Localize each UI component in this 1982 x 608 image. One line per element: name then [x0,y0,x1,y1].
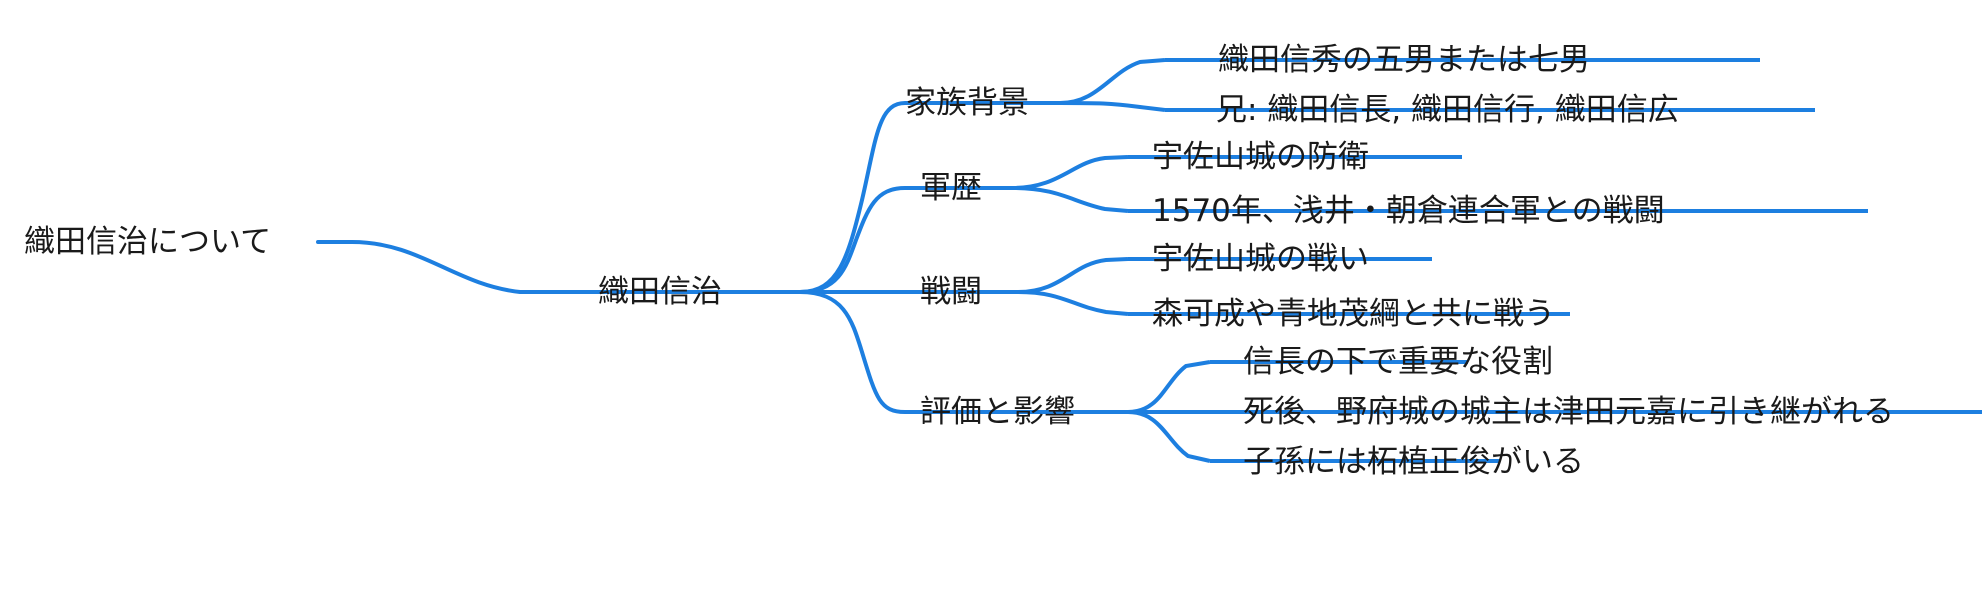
edge-branch-0-leaf-0 [1059,58,1166,105]
mindmap-center-node[interactable]: 織田信治 [598,274,722,310]
mindmap-leaf-battles-1[interactable]: 森可成や青地茂綱と共に戦う [1152,296,1555,332]
mindmap-leaf-family-background-1[interactable]: 兄: 織田信長, 織田信行, 織田信広 [1216,92,1679,128]
edge-branch-2-leaf-0 [1017,257,1129,294]
edge-root-to-center [316,240,600,294]
mindmap-leaf-military-career-0[interactable]: 宇佐山城の防衛 [1152,139,1369,175]
edge-branch-2-leaf-1 [1017,290,1129,316]
edge-center-to-branch-3 [799,290,906,414]
edge-branch-1-leaf-1 [1011,186,1129,213]
mindmap-branch-military-career[interactable]: 軍歴 [920,170,982,206]
mindmap-leaf-evaluation-influence-2[interactable]: 子孫には柘植正俊がいる [1243,444,1584,480]
mindmap-branch-family-background[interactable]: 家族背景 [905,85,1029,121]
edge-center-to-branch-1 [799,186,906,294]
edge-branch-3-leaf-2 [1127,410,1211,463]
mindmap-leaf-battles-0[interactable]: 宇佐山城の戦い [1152,241,1369,277]
mindmap-branch-evaluation-influence[interactable]: 評価と影響 [920,394,1075,430]
mindmap-leaf-evaluation-influence-1[interactable]: 死後、野府城の城主は津田元嘉に引き継がれる [1243,394,1894,430]
edge-branch-3-leaf-0 [1127,360,1211,414]
edge-branch-0-leaf-1 [1059,101,1166,112]
mindmap-leaf-military-career-1[interactable]: 1570年、浅井・朝倉連合軍との戦闘 [1152,193,1665,229]
edge-branch-1-leaf-0 [1011,155,1129,190]
mindmap-leaf-evaluation-influence-0[interactable]: 信長の下で重要な役割 [1243,344,1553,380]
mindmap-branch-battles[interactable]: 戦闘 [920,274,982,310]
mindmap-root-node[interactable]: 織田信治について [24,224,272,260]
edge-center-to-branch-0 [799,101,906,294]
mindmap-leaf-family-background-0[interactable]: 織田信秀の五男または七男 [1218,42,1590,78]
